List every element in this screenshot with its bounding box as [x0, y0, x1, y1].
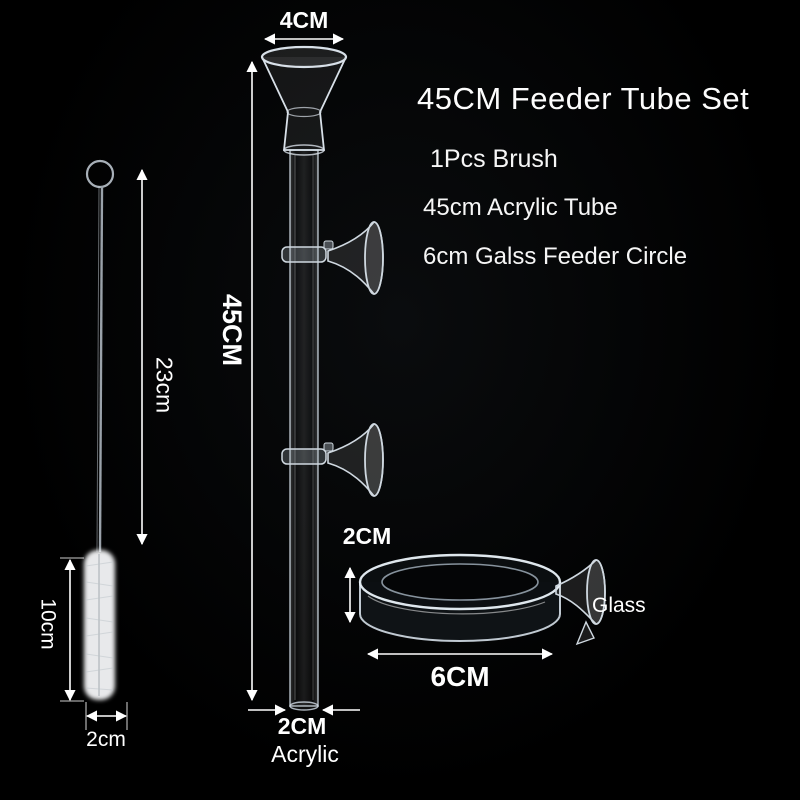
- acrylic-tube-graphic: [289, 149, 319, 711]
- tube-length-label: 45CM: [216, 293, 247, 367]
- ring-suction-cup: [555, 559, 606, 646]
- ring-height-label: 2CM: [342, 523, 392, 549]
- tube-diameter-label: 2CM: [277, 713, 327, 739]
- brush-width-label: 2cm: [86, 728, 126, 751]
- product-title: 45CM Feeder Tube Set: [417, 81, 750, 116]
- dimension-arrows: [60, 33, 554, 730]
- feature-brush: 1Pcs Brush: [430, 145, 558, 173]
- ring-diameter-label: 6CM: [430, 661, 490, 692]
- tube-material-label: Acrylic: [271, 741, 339, 767]
- feature-tube: 45cm Acrylic Tube: [423, 194, 618, 221]
- suction-cup-upper: [281, 221, 384, 295]
- ring-material-label: Glass: [592, 594, 646, 617]
- funnel-width-label: 4CM: [279, 7, 329, 33]
- funnel-graphic: [260, 45, 348, 156]
- cleaning-brush-graphic: [84, 159, 115, 700]
- brush-head-label: 10cm: [36, 598, 60, 650]
- feature-ring: 6cm Galss Feeder Circle: [423, 243, 688, 270]
- brush-length-label: 23cm: [151, 356, 178, 414]
- feeder-ring-graphic: [358, 553, 562, 642]
- suction-cup-lower: [281, 423, 384, 497]
